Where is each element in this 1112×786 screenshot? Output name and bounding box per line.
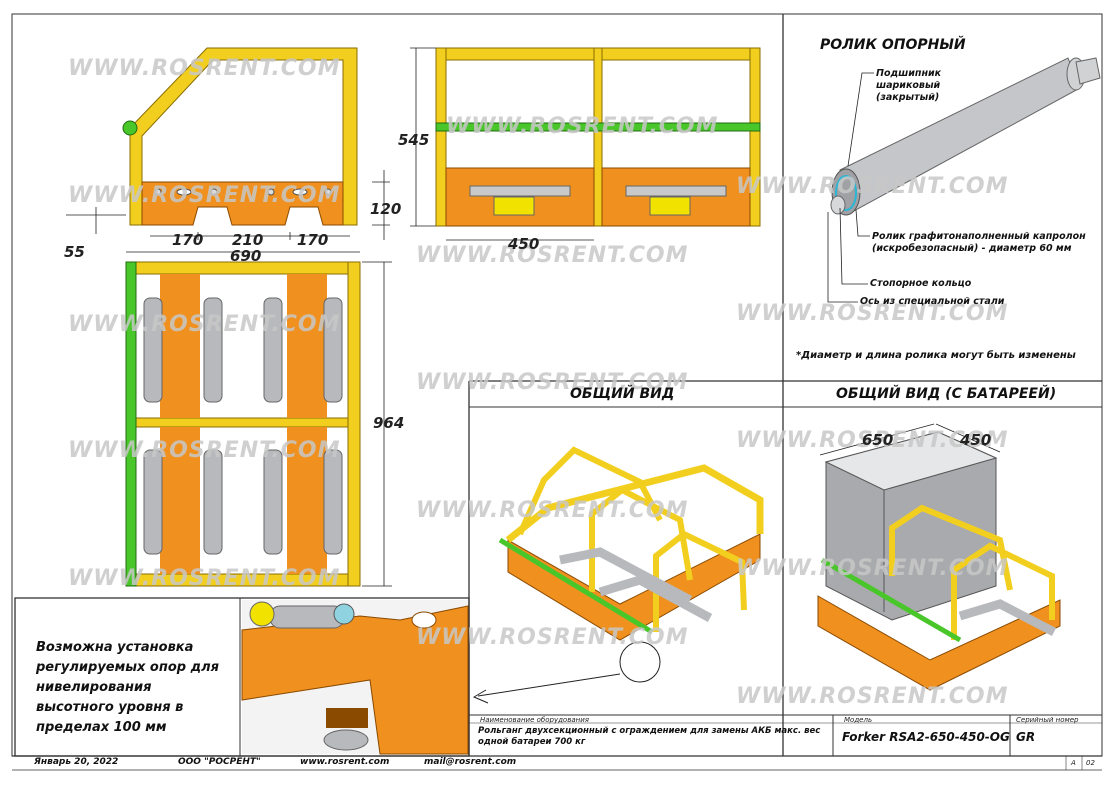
watermark: WWW.ROSRENT.COM [416,370,689,395]
watermark: WWW.ROSRENT.COM [68,312,341,337]
footer-company: ООО "РОСРЕНТ" [178,757,261,767]
dimension-55: 55 [64,243,85,261]
general-view-title: ОБЩИЙ ВИД [570,386,675,402]
watermark: WWW.ROSRENT.COM [416,498,689,523]
dimension-height-545: 545 [398,131,430,149]
front-view [410,47,761,241]
roller-illustration [827,57,1101,303]
footer-date: Январь 20, 2022 [34,757,119,767]
watermark: WWW.ROSRENT.COM [736,556,1009,581]
watermark: WWW.ROSRENT.COM [68,183,341,208]
side-view [66,47,390,253]
watermark: WWW.ROSRENT.COM [68,56,341,81]
dimension-battery-650: 650 [862,431,894,449]
watermark: WWW.ROSRENT.COM [446,114,719,139]
roller-title: РОЛИК ОПОРНЫЙ [820,37,966,53]
equipment-name-header: Наименование оборудования [480,716,589,724]
watermark: WWW.ROSRENT.COM [736,684,1009,709]
model-header: Модель [844,716,873,724]
watermark: WWW.ROSRENT.COM [68,438,341,463]
dimension-width-690: 690 [230,247,262,265]
battery-view [817,423,1061,691]
retaining-ring-label: Стопорное кольцо [870,278,972,289]
dimension-210: 210 [232,231,264,249]
dimension-170-right: 170 [297,231,329,249]
watermark: WWW.ROSRENT.COM [416,243,689,268]
dimension-170-left: 170 [172,231,204,249]
watermark: WWW.ROSRENT.COM [736,174,1009,199]
footer-email[interactable]: mail@rosrent.com [424,757,517,767]
serial-header: Серийный номер [1016,716,1079,724]
dimension-length-964: 964 [373,414,405,432]
footer-website[interactable]: www.rosrent.com [300,757,390,767]
general-view [472,446,764,704]
roller-material-label: Ролик графитонаполненный капролон (искро… [872,231,1086,254]
watermark: WWW.ROSRENT.COM [736,428,1009,453]
roller-note: *Диаметр и длина ролика могут быть измен… [796,350,1076,361]
sheet-format: А [1071,759,1076,767]
serial-value: GR [1016,730,1036,744]
model-value: Forker RSA2-650-450-OG [842,730,1010,744]
watermark: WWW.ROSRENT.COM [736,301,1009,326]
detail-note: Возможна установка регулируемых опор для… [36,640,219,735]
top-view [125,261,392,587]
watermark: WWW.ROSRENT.COM [68,566,341,591]
equipment-name-value: Рольганг двухсекционный с ограждением дл… [478,726,821,747]
general-view-battery-title: ОБЩИЙ ВИД (С БАТАРЕЕЙ) [836,386,1057,402]
detail-photo [241,600,469,755]
dimension-section-450: 450 [508,235,540,253]
dimension-battery-450: 450 [960,431,992,449]
sheet-number: 02 [1086,759,1095,767]
axle-label: Ось из специальной стали [860,296,1005,307]
bearing-label: Подшипник шариковый (закрытый) [876,68,942,103]
watermark: WWW.ROSRENT.COM [416,625,689,650]
dimension-height-120: 120 [370,200,402,218]
